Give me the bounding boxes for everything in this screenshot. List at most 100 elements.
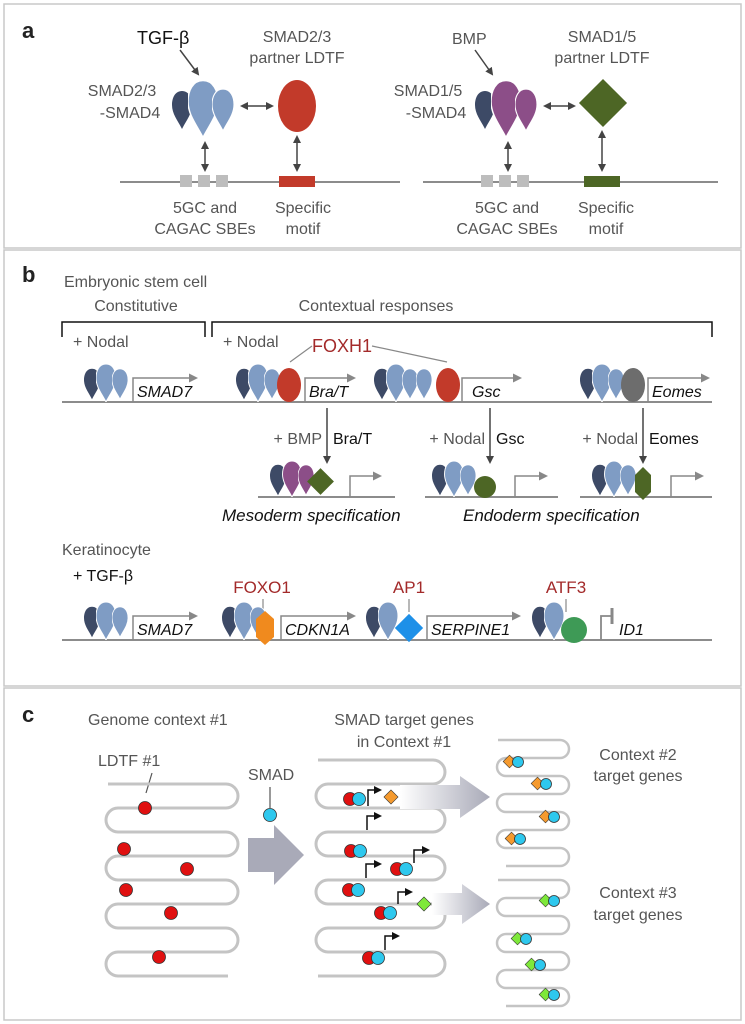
tgfb-condition-label: + TGF-β — [73, 568, 133, 585]
sbe-box-r3 — [517, 175, 529, 187]
arrow-bmp-label: + BMP — [274, 431, 322, 448]
arrow-eomes-label: Eomes — [649, 431, 699, 448]
smad-dot-legend — [263, 808, 277, 822]
smad23-smad4-complex — [172, 80, 234, 138]
smad15-smad4-complex — [475, 80, 537, 138]
endoderm-complex-gsc — [425, 461, 558, 498]
nodal-label-1: + Nodal — [73, 334, 129, 351]
mesoderm-label: Mesoderm specification — [222, 506, 401, 525]
gene-eomes: Eomes — [652, 384, 702, 401]
chromatin-context3 — [495, 878, 571, 1008]
atf3-oval — [561, 617, 587, 643]
sbe-box-r2 — [499, 175, 511, 187]
sbe-box-1 — [180, 175, 192, 187]
gene-serpine1: SERPINE1 — [431, 622, 510, 639]
chromatin-context2 — [495, 738, 571, 868]
green-ldtf-diamond — [578, 78, 628, 128]
context2-label-1: Context #2 — [599, 747, 676, 764]
arrow-to-context3 — [432, 884, 490, 924]
endoderm-label: Endoderm specification — [463, 506, 640, 525]
bra-promoter-arrow — [304, 373, 356, 402]
chromatin-context1 — [104, 782, 240, 978]
constitutive-bracket — [61, 321, 206, 337]
foxh1-oval-gsc — [436, 368, 460, 402]
sbe-label-r2: CAGAC SBEs — [456, 221, 557, 238]
nodal-label-2: + Nodal — [223, 334, 279, 351]
panel-c-letter: c — [22, 702, 34, 727]
eomes-partner-oval — [621, 368, 645, 402]
smad-label: SMAD — [248, 767, 294, 784]
ap1-label: AP1 — [393, 578, 425, 597]
gene-smad7-k: SMAD7 — [137, 622, 193, 639]
ldtf1-dots — [117, 801, 194, 964]
gene-id1: ID1 — [619, 622, 644, 639]
panel-a-frame — [3, 3, 742, 249]
smad15-complex-label-2: -SMAD4 — [406, 105, 467, 122]
context2-sites — [502, 754, 560, 846]
panel-c-frame — [3, 687, 742, 1021]
id1-repressed-promoter — [600, 615, 612, 640]
contextual-responses-label: Contextual responses — [299, 298, 454, 315]
motif-label-2: motif — [286, 221, 321, 238]
arrow-nodal-label-gsc: + Nodal — [429, 431, 485, 448]
bmp-arrow — [474, 49, 494, 76]
foxo1-shape — [256, 611, 274, 645]
smad15-partner-label-2: partner LDTF — [554, 50, 649, 67]
motif-label-r2: motif — [589, 221, 624, 238]
cdkn1a-promoter-arrow — [280, 611, 356, 640]
foxh1-pointer-right — [371, 345, 448, 363]
context3-sites — [510, 893, 560, 1002]
bmp-label: BMP — [452, 31, 487, 48]
arrow-nodal-label-eomes: + Nodal — [582, 431, 638, 448]
smad-complex-eomes — [580, 364, 624, 402]
specific-motif-box-red — [279, 176, 315, 187]
smad23-complex-label-1: SMAD2/3 — [88, 83, 157, 100]
panel-b-letter: b — [22, 262, 35, 287]
sbe-label-r1: 5GC and — [475, 200, 539, 217]
panel-a-letter: a — [22, 18, 35, 43]
ldtf-label: LDTF #1 — [98, 753, 160, 770]
smad-complex-serpine1 — [366, 602, 398, 640]
foxh1-oval-bra — [277, 368, 301, 402]
smad23-complex-label-2: -SMAD4 — [100, 105, 161, 122]
chromatin-smad-targets — [314, 758, 447, 978]
smad7-k-promoter-arrow — [132, 611, 198, 640]
sbe-label-2: CAGAC SBEs — [154, 221, 255, 238]
gene-bra: Bra/T — [309, 384, 349, 401]
serpine1-promoter-arrow — [426, 611, 521, 640]
smad15-complex-label-1: SMAD1/5 — [394, 83, 463, 100]
endoderm-complex-eomes — [580, 461, 712, 500]
context3-label-1: Context #3 — [599, 885, 676, 902]
eomes-promoter-arrow — [647, 373, 710, 402]
smad-targets-label-1: SMAD target genes — [334, 712, 474, 729]
red-ldtf-oval — [278, 80, 316, 132]
motif-label-1: Specific — [275, 200, 331, 217]
foxh1-label: FOXH1 — [312, 336, 372, 356]
transition-arrow — [248, 825, 304, 885]
gene-cdkn1a: CDKN1A — [285, 622, 350, 639]
arrow-gsc-label: Gsc — [496, 431, 524, 448]
panel-a-right: BMP SMAD1/5 -SMAD4 SMAD1/5 partner LDTF … — [394, 29, 718, 238]
smad-complex-smad7-k — [84, 602, 128, 640]
arrow-to-context2 — [400, 776, 490, 818]
gene-smad7: SMAD7 — [137, 384, 193, 401]
gsc-promoter-arrow — [461, 373, 522, 402]
smad7-promoter-arrow — [132, 373, 198, 402]
genome-context-label: Genome context #1 — [88, 712, 228, 729]
panel-a-left: TGF-β SMAD2/3 -SMAD4 SMAD2/3 partner LDT… — [88, 28, 400, 238]
ap1-diamond — [394, 613, 424, 643]
smad23-partner-label-1: SMAD2/3 — [263, 29, 332, 46]
specific-motif-box-green — [584, 176, 620, 187]
smad15-partner-label-1: SMAD1/5 — [568, 29, 637, 46]
sbe-label-1: 5GC and — [173, 200, 237, 217]
contextual-bracket — [211, 321, 713, 337]
constitutive-label: Constitutive — [94, 298, 178, 315]
tgfb-label: TGF-β — [137, 28, 189, 48]
foxh1-pointer-left — [289, 345, 313, 363]
gene-gsc: Gsc — [472, 384, 500, 401]
embryonic-stem-cell-label: Embryonic stem cell — [64, 274, 207, 291]
context3-label-2: target genes — [594, 907, 683, 924]
smad23-partner-label-2: partner LDTF — [249, 50, 344, 67]
sbe-box-r1 — [481, 175, 493, 187]
